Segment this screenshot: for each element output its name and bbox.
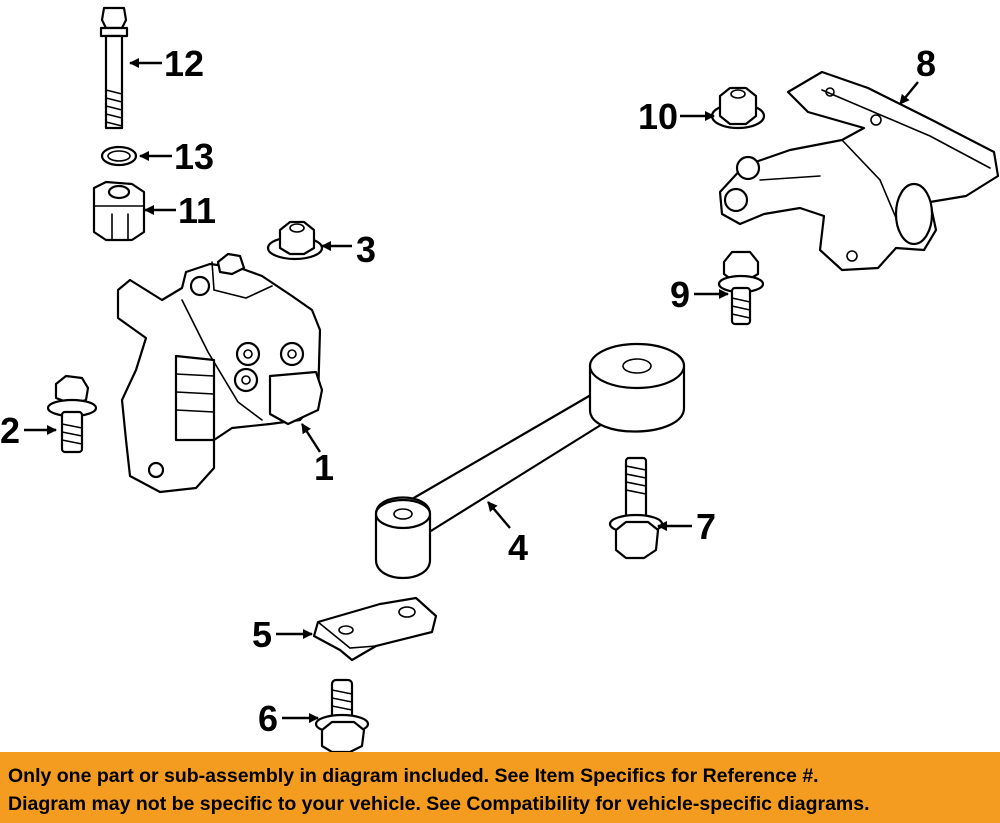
callout-4: 4	[508, 527, 528, 568]
callout-3: 3	[356, 229, 376, 270]
disclaimer-line-1: Only one part or sub-assembly in diagram…	[8, 765, 819, 787]
parts-diagram: 12 13 11 3 1 2 4 5 6 7 9 10 8	[0, 6, 1000, 752]
callout-6: 6	[258, 698, 278, 739]
torque-rod-part-4	[374, 342, 686, 579]
flange-nut-part-3	[266, 220, 324, 261]
callout-12: 12	[164, 43, 204, 84]
callout-13: 13	[174, 136, 214, 177]
plate-bracket-part-5	[312, 596, 438, 662]
callout-9: 9	[670, 274, 690, 315]
disclaimer-banner: Only one part or sub-assembly in diagram…	[0, 752, 1000, 823]
cap-nut-part-11	[92, 180, 146, 242]
engine-mount-part-1	[116, 252, 324, 494]
callout-2: 2	[0, 410, 20, 451]
callout-7: 7	[696, 506, 716, 547]
bolt-part-2	[46, 374, 98, 454]
callout-10: 10	[638, 96, 678, 137]
bolt-part-7	[608, 456, 664, 560]
callout-5: 5	[252, 614, 272, 655]
callout-1: 1	[314, 447, 334, 488]
flange-nut-part-10	[710, 86, 766, 130]
callout-8: 8	[916, 43, 936, 84]
bolt-part-9	[717, 250, 765, 326]
mount-bracket-part-8	[718, 70, 1000, 272]
bolt-part-6	[314, 678, 370, 752]
disclaimer-line-2: Diagram may not be specific to your vehi…	[8, 793, 870, 815]
callout-leaders	[24, 58, 919, 723]
long-bolt-part-12	[99, 6, 129, 130]
callout-11: 11	[178, 190, 216, 231]
snap-ring-part-13	[100, 145, 138, 167]
